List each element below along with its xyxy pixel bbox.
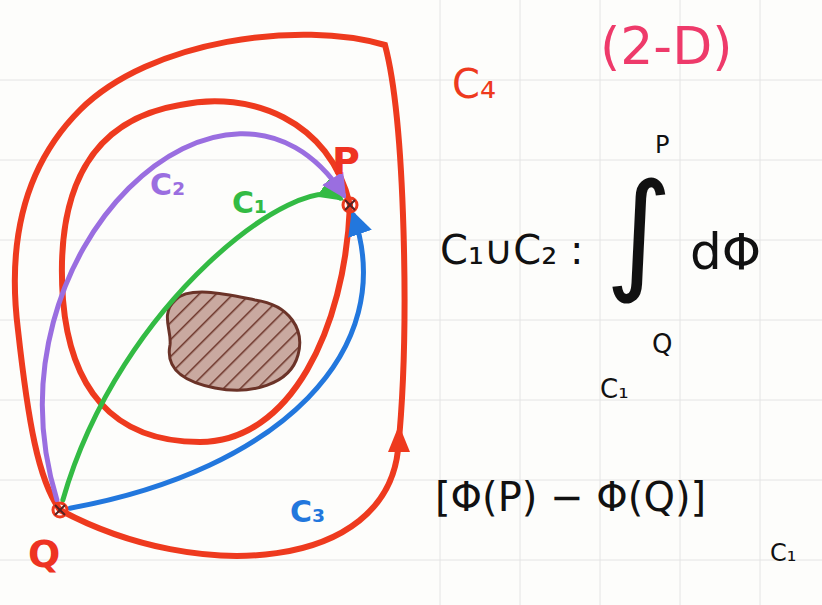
curve-name: C₄ bbox=[452, 62, 496, 106]
curve-path bbox=[63, 194, 340, 500]
curve-label: C₁ bbox=[232, 186, 267, 219]
point-dot bbox=[340, 195, 360, 215]
point-marker: Q bbox=[50, 500, 70, 520]
curve-path bbox=[42, 134, 343, 500]
integral-sign: ∫ bbox=[605, 160, 673, 303]
c4-arrowhead bbox=[388, 425, 410, 452]
point-marker: P bbox=[340, 195, 360, 215]
title-tag: (2-D) bbox=[600, 18, 732, 75]
curve-path bbox=[70, 215, 363, 508]
curve-label: C₃ bbox=[290, 495, 325, 528]
path-subscript: C₁ bbox=[770, 540, 796, 566]
point-label: Q bbox=[28, 534, 60, 576]
curve-label: C₂ bbox=[150, 168, 185, 201]
potential-difference: [Φ(P) − Φ(Q)] bbox=[435, 475, 706, 519]
upper-limit: P bbox=[655, 132, 669, 158]
integrand: dΦ bbox=[690, 225, 761, 280]
curve-c4-outer bbox=[15, 35, 405, 556]
path-union: C₁∪C₂ : bbox=[440, 228, 583, 272]
point-dot bbox=[50, 500, 70, 520]
path-subscript: C₁ bbox=[600, 375, 629, 404]
hatched-hole bbox=[167, 292, 299, 390]
lower-limit: Q bbox=[652, 330, 672, 359]
point-label: P bbox=[332, 141, 360, 183]
